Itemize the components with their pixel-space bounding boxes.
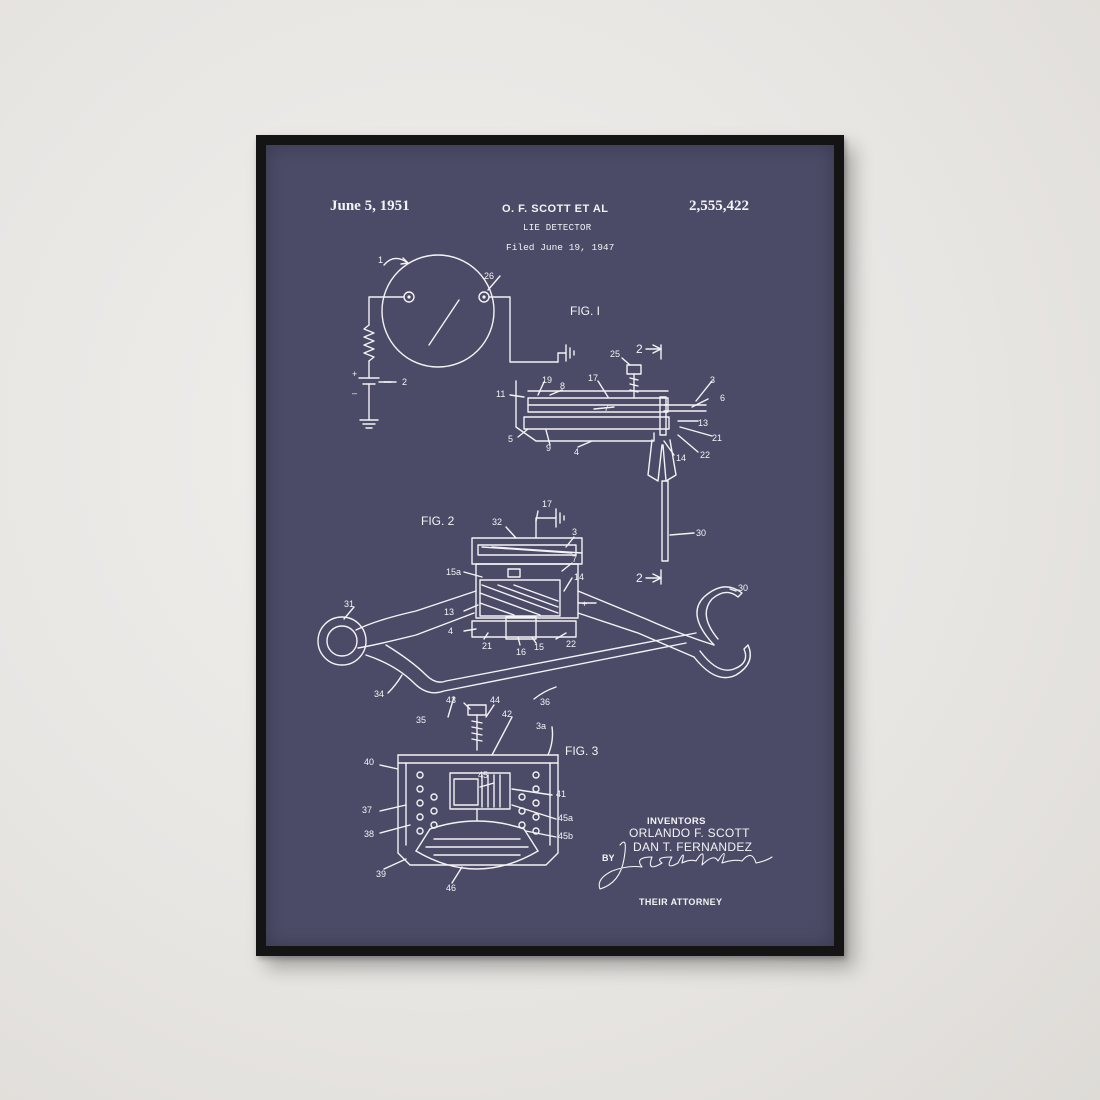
ref-label: 14 <box>676 453 686 463</box>
fig2-label: FIG. 2 <box>421 514 455 528</box>
ref-label: 45b <box>558 831 573 841</box>
attorney-label: THEIR ATTORNEY <box>639 897 723 907</box>
inventor-header: O. F. SCOTT ET AL <box>502 203 609 215</box>
fig3-drawing <box>379 702 559 884</box>
ref-label: 3a <box>536 721 546 731</box>
fig3-label: FIG. 3 <box>565 744 599 758</box>
fig1-label: FIG. I <box>570 304 600 318</box>
section-marker-bottom: 2 <box>636 571 643 585</box>
ref-label: 8 <box>560 381 565 391</box>
ref-label: 44 <box>490 695 500 705</box>
ref-label: 30 <box>696 528 706 538</box>
ref-label: 34 <box>374 689 384 699</box>
patent-drawing: FIG. I FIG. 2 FIG. 3 2 2 1 26 2 + – 25 1… <box>317 254 773 893</box>
ref-label: 35 <box>416 715 426 725</box>
by-label: BY <box>602 853 615 863</box>
ref-label: 3 <box>572 527 577 537</box>
ref-label: 17 <box>542 499 552 509</box>
ref-label: 30 <box>738 583 748 593</box>
ref-label: 21 <box>712 433 722 443</box>
ref-label: + <box>582 599 587 609</box>
ref-label: 5 <box>508 434 513 444</box>
ref-label: 6 <box>720 393 725 403</box>
ref-label: 39 <box>376 869 386 879</box>
ref-label: – <box>352 388 357 398</box>
ref-label: 4 <box>448 626 453 636</box>
inventors-heading: INVENTORS <box>647 816 706 827</box>
ref-label: 37 <box>362 805 372 815</box>
ref-label: 19 <box>542 375 552 385</box>
ref-label: 21 <box>482 641 492 651</box>
ref-label: 45a <box>558 813 573 823</box>
patent-poster: June 5, 1951 O. F. SCOTT ET AL LIE DETEC… <box>266 145 834 946</box>
fig1-drawing <box>358 254 713 585</box>
ref-label: 15a <box>446 567 461 577</box>
ref-label: 22 <box>566 639 576 649</box>
patent-number: 2,555,422 <box>689 198 749 214</box>
ref-label: 31 <box>344 599 354 609</box>
ref-label: 3 <box>710 375 715 385</box>
ref-label: + <box>352 369 357 379</box>
ref-label: 43 <box>446 695 456 705</box>
section-marker-top: 2 <box>636 342 643 356</box>
ref-label: 2 <box>402 377 407 387</box>
ref-label: 9 <box>546 443 551 453</box>
ref-label: 25 <box>610 349 620 359</box>
patent-title: LIE DETECTOR <box>523 223 592 233</box>
fig2-drawing <box>317 508 751 718</box>
patent-date: June 5, 1951 <box>330 198 410 214</box>
ref-label: 46 <box>446 883 456 893</box>
ref-label: 13 <box>698 418 708 428</box>
ref-label: 17 <box>588 373 598 383</box>
ref-label: 4 <box>574 447 579 457</box>
filed-date: Filed June 19, 1947 <box>506 242 615 253</box>
ref-label: 22 <box>700 450 710 460</box>
ref-label: 42 <box>502 709 512 719</box>
ref-label: 13 <box>444 607 454 617</box>
ref-label: 1 <box>378 255 383 265</box>
ref-label: 36 <box>540 697 550 707</box>
ref-label: 14 <box>574 572 584 582</box>
ref-label: 15 <box>534 642 544 652</box>
ref-label: 11 <box>496 389 505 399</box>
inventor-name-2: DAN T. FERNANDEZ <box>633 840 753 854</box>
ref-label: 41 <box>556 789 566 799</box>
ref-label: 16 <box>516 647 526 657</box>
inventor-name-1: ORLANDO F. SCOTT <box>629 826 750 840</box>
ref-label: 40 <box>364 757 374 767</box>
attorney-signature <box>598 841 773 890</box>
ref-label: 26 <box>484 271 494 281</box>
ref-label: 7 <box>572 554 577 564</box>
ref-label: 7 <box>604 403 609 413</box>
ref-label: 45 <box>478 770 488 780</box>
ref-label: 38 <box>364 829 374 839</box>
ref-label: 32 <box>492 517 502 527</box>
